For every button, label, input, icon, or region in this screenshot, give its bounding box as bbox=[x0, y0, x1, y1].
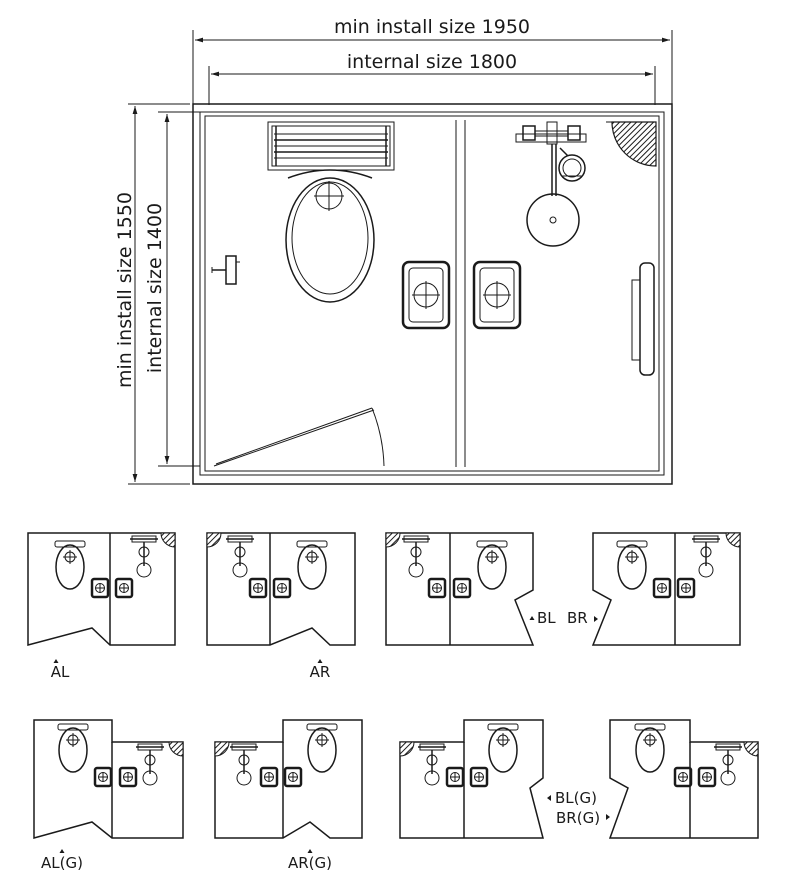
variant-br-g-label: BR(G) bbox=[556, 809, 600, 827]
min-install-depth-label: min install size 1550 bbox=[114, 192, 136, 388]
toilet-icon bbox=[267, 121, 395, 303]
variant-ar-label: AR bbox=[310, 663, 331, 681]
floor-drain-right-icon bbox=[472, 260, 522, 330]
paper-holder-icon bbox=[211, 255, 240, 285]
min-install-width-label: min install size 1950 bbox=[334, 16, 530, 38]
variant-ar-g: AR(G) bbox=[214, 719, 363, 872]
variant-bl-g: BL(G) bbox=[399, 719, 597, 839]
door-swing-icon bbox=[213, 407, 385, 467]
variant-bl-g-label: BL(G) bbox=[555, 789, 597, 807]
internal-width-label: internal size 1800 bbox=[347, 51, 517, 73]
variant-al-label: AL bbox=[51, 663, 70, 681]
variant-br-g: BR(G) bbox=[556, 719, 759, 839]
variant-al-g: AL(G) bbox=[33, 719, 184, 872]
inner-wall bbox=[204, 115, 660, 472]
shower-icon bbox=[515, 121, 587, 247]
variant-br: BR bbox=[567, 532, 741, 646]
outer-wall bbox=[192, 103, 673, 485]
variant-br-label: BR bbox=[567, 609, 588, 627]
variant-bl: BL bbox=[385, 532, 556, 646]
variant-ar-g-label: AR(G) bbox=[288, 854, 332, 872]
inner-wall-outline bbox=[199, 111, 665, 476]
corner-shelf-icon bbox=[611, 121, 657, 167]
main-plan: min install size 1950 internal size 1800… bbox=[114, 16, 673, 485]
variant-bl-label: BL bbox=[537, 609, 556, 627]
grab-bar-icon bbox=[631, 262, 655, 376]
floor-drain-left-icon bbox=[401, 260, 451, 330]
variant-ar: AR bbox=[206, 532, 356, 681]
internal-depth-label: internal size 1400 bbox=[144, 203, 166, 373]
variant-al-g-label: AL(G) bbox=[41, 854, 83, 872]
variant-al: AL bbox=[27, 532, 176, 681]
